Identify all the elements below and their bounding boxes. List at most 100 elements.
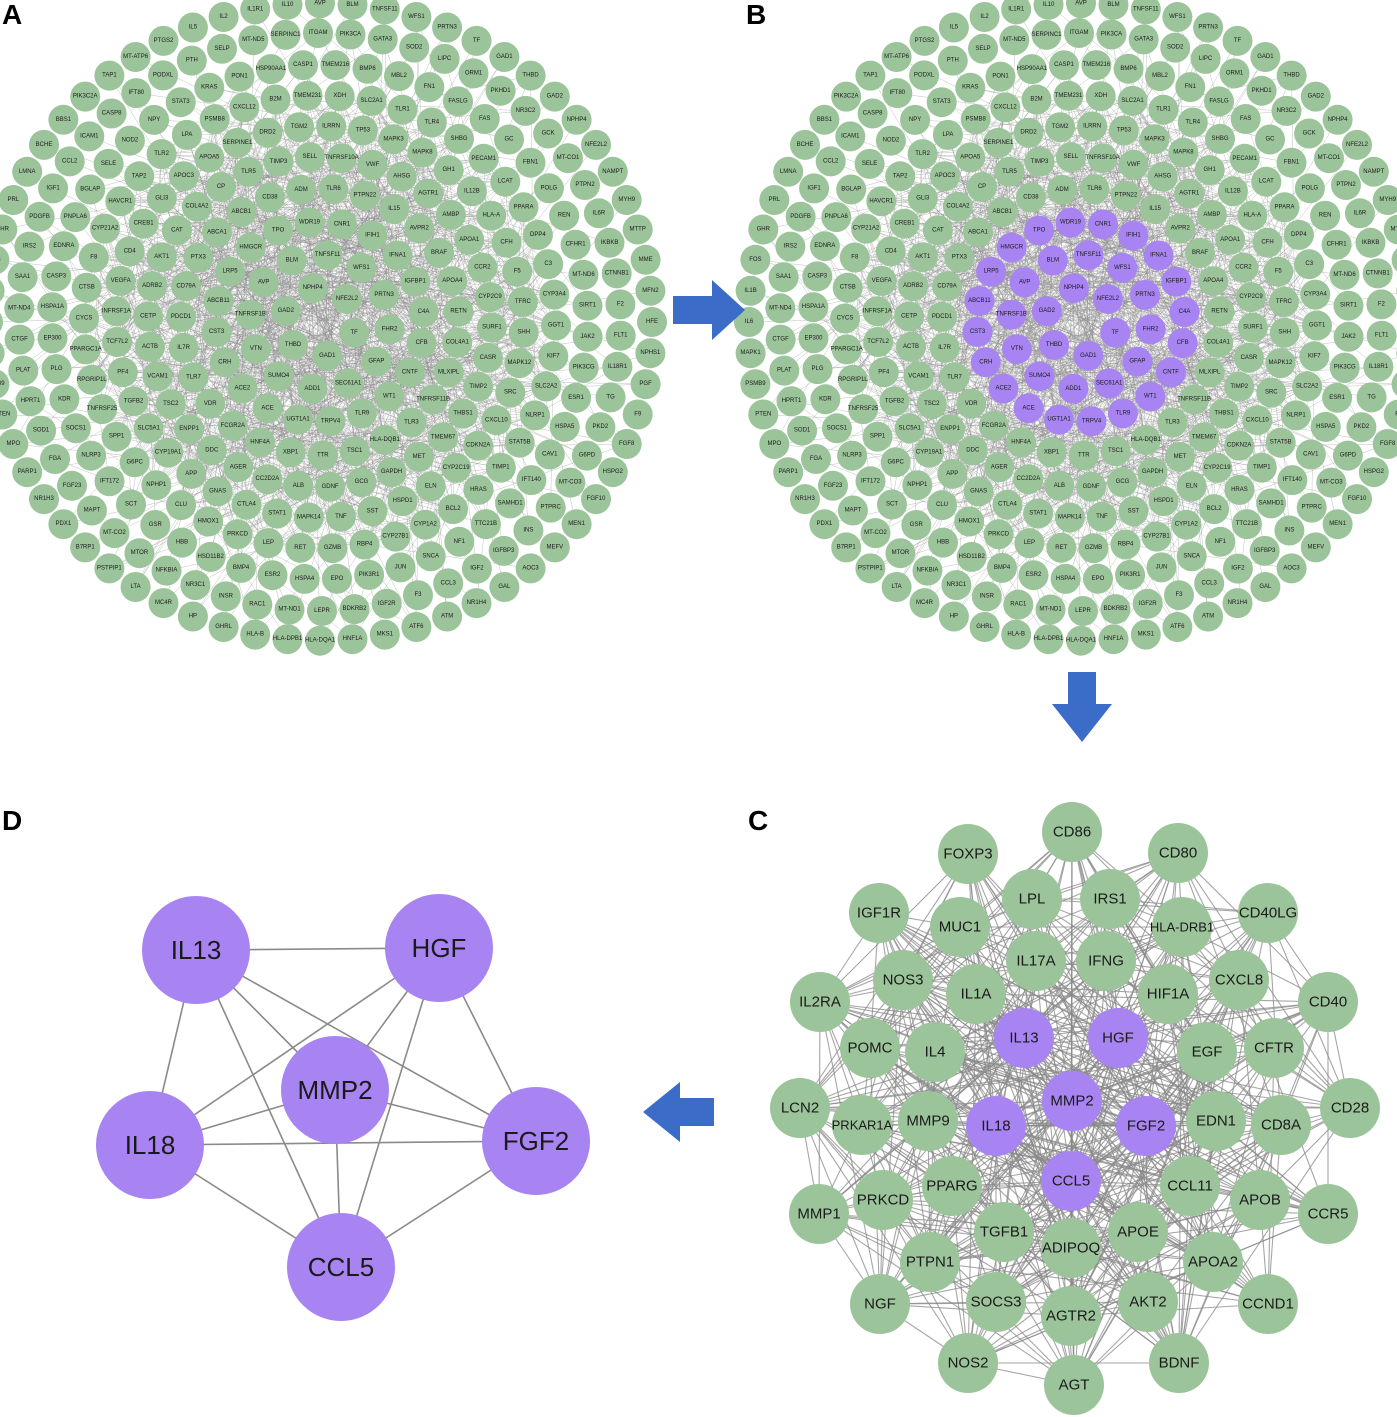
network-node[interactable]: RBP4	[1110, 529, 1141, 560]
network-node[interactable]: IFIH1	[1118, 220, 1149, 251]
network-node[interactable]: AVP	[248, 267, 279, 298]
network-node[interactable]: NPHP1	[141, 470, 172, 501]
network-node[interactable]: AHSG	[386, 161, 417, 192]
network-node[interactable]: G6PC	[119, 447, 150, 478]
network-node[interactable]: HLA-DPB1	[1033, 624, 1064, 655]
network-node[interactable]: HPRT1	[15, 386, 46, 417]
network-node[interactable]: NR3C1	[180, 570, 211, 601]
network-node[interactable]: MFN2	[635, 275, 666, 306]
network-node[interactable]: TLR2	[146, 139, 177, 170]
network-node[interactable]: TNFRSF25	[848, 394, 879, 425]
network-node[interactable]: SAA1	[7, 262, 38, 293]
network-node[interactable]: THBS1	[448, 398, 479, 429]
network-node[interactable]: NFE2L2	[581, 129, 611, 160]
network-node[interactable]: VDR	[195, 388, 226, 419]
network-node[interactable]: NLRP3	[76, 440, 107, 471]
network-node[interactable]: EP300	[798, 323, 829, 354]
network-node[interactable]: IFIH1	[357, 220, 388, 251]
network-node[interactable]: MT-CO2	[99, 518, 130, 549]
network-node[interactable]: SOD1	[787, 415, 818, 446]
network-node[interactable]: CNTF	[1155, 357, 1186, 388]
network-node[interactable]: INFRSF1A	[101, 296, 132, 327]
network-node[interactable]: WT1	[1135, 381, 1166, 412]
network-node[interactable]: NPHP1	[902, 470, 933, 501]
network-node[interactable]: PTH	[176, 45, 207, 76]
network-node[interactable]: FLT1	[1366, 320, 1397, 351]
network-node[interactable]: LPA	[171, 119, 202, 150]
network-node[interactable]: LCAT	[490, 166, 521, 197]
network-node[interactable]: VTN	[1001, 334, 1032, 365]
network-node[interactable]: GLI3	[146, 183, 177, 214]
network-node[interactable]: BGLAP	[836, 174, 867, 205]
network-node[interactable]: CREB1	[128, 208, 159, 239]
network-node[interactable]: SIRT1	[1333, 290, 1364, 321]
network-node[interactable]: ICAM1	[835, 121, 866, 152]
network-node[interactable]: PGF	[1391, 369, 1397, 399]
network-node[interactable]: F3	[403, 580, 433, 611]
network-node[interactable]: MTOR	[124, 538, 155, 569]
network-node[interactable]: STAT3	[926, 87, 957, 118]
network-node[interactable]: JUN	[385, 552, 416, 583]
network-node[interactable]: FCGR2A	[217, 410, 248, 441]
network-node[interactable]: TP53	[1108, 115, 1139, 146]
network-node[interactable]: IFT140	[516, 465, 547, 496]
network-node[interactable]: SCT	[116, 489, 146, 520]
network-node[interactable]: SST	[357, 496, 388, 527]
network-node[interactable]: VTN	[240, 334, 271, 365]
network-node[interactable]: LRP5	[215, 256, 246, 287]
network-node[interactable]: HLA-DQA1	[1066, 625, 1097, 656]
network-node[interactable]: FOS	[0, 245, 10, 275]
network-node[interactable]: CCL2	[815, 146, 846, 177]
network-node[interactable]: RET	[285, 532, 316, 563]
network-node[interactable]: F5	[1263, 256, 1294, 287]
network-node[interactable]: MEFV	[1300, 532, 1331, 563]
network-node[interactable]: TPO	[1024, 215, 1055, 246]
network-node[interactable]: GCK	[1294, 118, 1325, 149]
network-node[interactable]: CAT	[161, 215, 192, 246]
network-node[interactable]: IL12B	[1217, 176, 1248, 207]
network-node[interactable]: HLA-DQA1	[305, 625, 336, 656]
network-node[interactable]: TGFB2	[879, 386, 910, 417]
network-node[interactable]: XBP1	[275, 437, 306, 468]
network-node[interactable]: ESR1	[561, 382, 592, 413]
network-node[interactable]: CD4	[875, 236, 906, 267]
network-node[interactable]: SRC	[495, 377, 526, 408]
network-node[interactable]: TSC1	[1100, 436, 1131, 467]
network-node[interactable]: F3	[1164, 580, 1194, 611]
network-node[interactable]: SERPINE1	[222, 127, 253, 158]
network-node[interactable]: CXCL12	[990, 92, 1021, 123]
network-node[interactable]: TGFB2	[118, 386, 149, 417]
network-node[interactable]: APP	[937, 458, 968, 489]
network-node[interactable]: AGER	[223, 452, 254, 483]
network-node[interactable]: MAPK12	[1265, 348, 1296, 379]
network-node[interactable]: PRTN3	[1130, 279, 1161, 310]
network-node[interactable]: MET	[1165, 442, 1195, 472]
network-node[interactable]: FGF8	[1372, 429, 1397, 459]
network-node[interactable]: WFS1	[346, 252, 377, 283]
network-node[interactable]: THBD	[1276, 60, 1307, 91]
network-node[interactable]: IL7R	[168, 332, 199, 363]
network-node[interactable]: PPARGC1A	[831, 334, 863, 365]
network-node[interactable]: XDH	[1085, 81, 1116, 112]
network-node[interactable]: MAPK8	[407, 137, 438, 168]
network-node[interactable]: ALB	[283, 470, 314, 501]
network-node[interactable]: CASP1	[1049, 50, 1079, 81]
network-node[interactable]: WDR19	[1055, 207, 1086, 238]
network-node[interactable]: CLU	[927, 490, 957, 521]
network-node[interactable]: INS	[1274, 515, 1305, 546]
network-node[interactable]: TFRC	[1268, 287, 1299, 317]
network-node[interactable]: GHR	[748, 214, 779, 245]
network-node[interactable]: NFE2L2	[331, 284, 362, 314]
network-node[interactable]: CCR2	[467, 252, 498, 283]
network-node[interactable]: BDKRB2	[1100, 594, 1131, 625]
network-node[interactable]: SELE	[854, 148, 885, 179]
network-node[interactable]: TLR4	[416, 107, 447, 138]
network-node[interactable]: PPARA	[1269, 192, 1300, 223]
network-node[interactable]: RPGRIP1L	[837, 364, 868, 395]
network-node[interactable]: CD79A	[932, 271, 963, 302]
network-node[interactable]: SOD1	[26, 415, 57, 446]
network-node[interactable]: EP300	[37, 323, 68, 354]
network-node[interactable]: TNFSF11	[1073, 240, 1104, 271]
network-node[interactable]: IL1B	[0, 276, 5, 306]
network-node[interactable]: IFNA1	[382, 240, 413, 271]
